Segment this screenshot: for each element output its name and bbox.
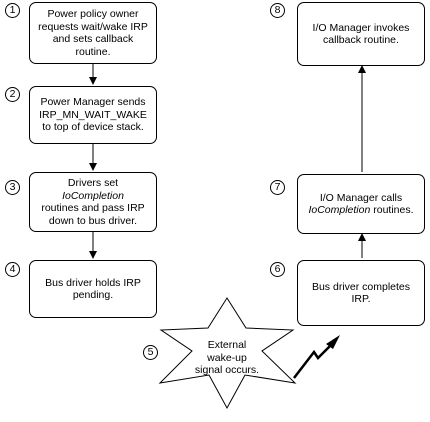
step-box-7: I/O Manager calls IoCompletion routines.	[297, 174, 425, 234]
step-3-line-1: Drivers set IoCompletion	[36, 177, 150, 202]
step-2-line-3: to top of device stack.	[42, 121, 144, 134]
lightning-bolt-tip	[326, 335, 340, 349]
step-box-8: I/O Manager invokes callback routine.	[297, 2, 425, 66]
step-3-line-1-text: Drivers set	[67, 177, 119, 189]
step-box-6: Bus driver completes IRP.	[297, 260, 425, 326]
step-number-8: 8	[270, 3, 285, 18]
step-3-iocompletion: IoCompletion	[62, 189, 124, 202]
step-number-5: 5	[143, 345, 158, 360]
step-5-line-3: signal occurs.	[194, 364, 260, 376]
step-2-line-2: IRP_MN_WAIT_WAKE	[39, 108, 147, 121]
step-box-2: Power Manager sends IRP_MN_WAIT_WAKE to …	[29, 86, 157, 144]
step-number-3: 3	[5, 180, 20, 195]
step-6-line-2: IRP.	[351, 293, 371, 305]
step-7-iocompletion: IoCompletion	[308, 204, 371, 216]
step-1-line-2: requests wait/wake IRP	[38, 20, 148, 33]
step-number-1: 1	[5, 3, 20, 18]
step-5-line-2: wake-up	[207, 351, 247, 364]
step-1-line-3: and sets callback routine.	[52, 33, 134, 58]
step-5-line-1: External	[207, 339, 247, 351]
step-6-line-1: Bus driver completes	[311, 280, 411, 293]
step-1-line-1: Power policy owner	[47, 8, 139, 20]
step-box-1: Power policy owner requests wait/wake IR…	[29, 2, 157, 64]
step-7-line-1: I/O Manager calls	[319, 191, 403, 204]
step-3-line-3: down to bus driver.	[48, 214, 138, 227]
step-2-line-1: Power Manager sends	[40, 96, 146, 109]
step-4-line-1: Bus driver holds IRP	[45, 276, 141, 289]
step-5-label: External wake-up signal occurs.	[187, 339, 267, 377]
step-number-6: 6	[270, 262, 285, 277]
step-number-7: 7	[270, 180, 285, 195]
external-signal-star	[158, 297, 297, 410]
step-number-4: 4	[5, 262, 20, 277]
step-8-line-2: callback routine.	[323, 34, 399, 46]
lightning-bolt-icon	[293, 341, 335, 379]
step-box-3: Drivers set IoCompletion routines and pa…	[29, 172, 157, 232]
step-number-2: 2	[5, 87, 20, 102]
step-4-line-2: pending.	[72, 289, 114, 301]
step-7-line-2: IoCompletion routines.	[308, 204, 413, 217]
step-box-4: Bus driver holds IRP pending.	[29, 260, 157, 318]
step-7-line-2-text: routines.	[370, 204, 414, 216]
step-8-line-1: I/O Manager invokes	[312, 21, 410, 34]
step-3-line-2: routines and pass IRP	[41, 202, 145, 214]
